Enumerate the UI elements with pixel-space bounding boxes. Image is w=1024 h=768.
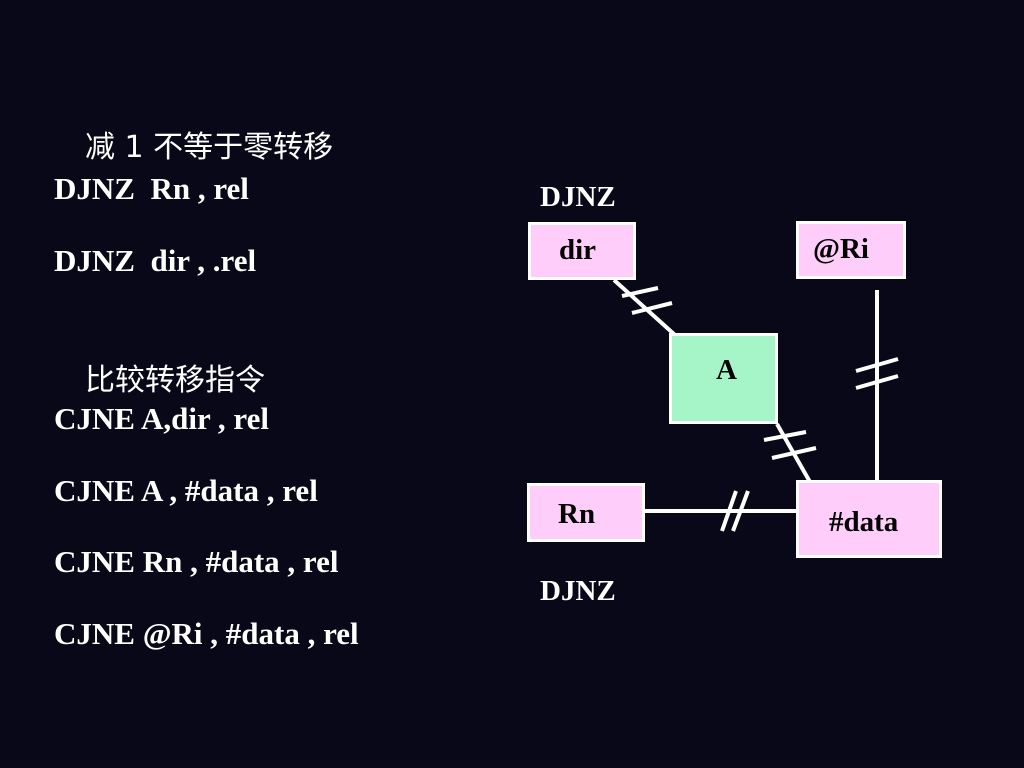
break-mark-ri-data [855, 357, 899, 390]
instruction-cjne-a-dir: CJNE A,dir , rel [54, 401, 270, 436]
heading-djnz-text: 减 1 不等于零转移 [85, 130, 334, 165]
break-mark-rn-data [720, 490, 750, 532]
diagram-label-djnz-top: DJNZ [540, 181, 616, 213]
box-ri: @Ri [796, 221, 906, 279]
box-dir-label: dir [559, 234, 597, 266]
box-data-label: #data [829, 506, 899, 538]
instruction-cjne-a-data: CJNE A , #data , rel [54, 473, 318, 508]
diagram-label-djnz-bottom: DJNZ [540, 575, 616, 607]
break-mark-a-data [763, 430, 817, 460]
box-a-label: A [716, 354, 737, 386]
box-rn-label: Rn [558, 498, 596, 530]
connector-dir-a [612, 278, 677, 337]
heading-cjne: 比较转移指令 [54, 333, 265, 427]
box-a: A [669, 333, 778, 424]
instruction-cjne-rn-data: CJNE Rn , #data , rel [54, 544, 339, 579]
box-dir: dir [528, 222, 636, 280]
break-mark-dir-a [621, 286, 673, 315]
instruction-djnz-rn: DJNZ Rn , rel [54, 171, 249, 206]
box-ri-label: @Ri [813, 233, 869, 265]
heading-cjne-text: 比较转移指令 [85, 363, 265, 398]
instruction-djnz-dir: DJNZ dir , .rel [54, 243, 257, 278]
heading-djnz: 减 1 不等于零转移 [54, 100, 333, 194]
instruction-cjne-ri-data: CJNE @Ri , #data , rel [54, 616, 359, 651]
box-data: #data [796, 480, 942, 558]
box-rn: Rn [527, 483, 645, 542]
